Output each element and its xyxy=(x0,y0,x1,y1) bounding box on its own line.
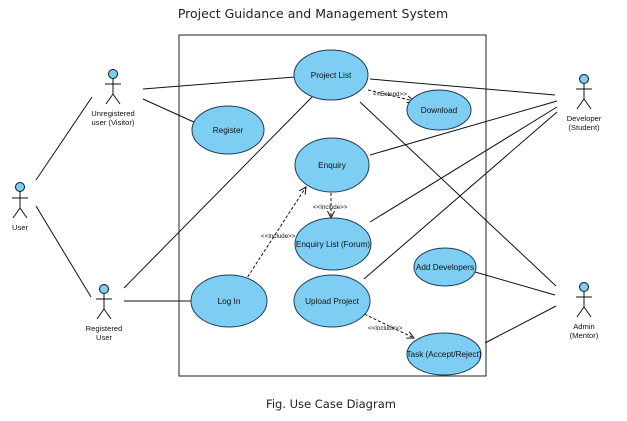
diagram-title: Project Guidance and Management System xyxy=(178,6,448,21)
assoc-unregistered-register xyxy=(142,98,197,124)
usecase-add-developers-label: Add Developers xyxy=(416,263,474,272)
include-label-login: <<Include>> xyxy=(261,233,296,240)
usecase-enquiry-label: Enquiry xyxy=(318,161,347,170)
extend-label: <<Extend>> xyxy=(373,91,407,98)
assoc-unregistered-projectlist xyxy=(142,76,296,90)
extend-arrow xyxy=(367,89,414,101)
usecase-upload-project-label: Upload Project xyxy=(305,297,359,306)
actor-registered xyxy=(96,284,112,320)
assoc-developer-projectlist xyxy=(369,78,556,96)
usecase-download-label: Download xyxy=(421,106,458,115)
usecase-enquiry: Enquiry xyxy=(294,137,370,193)
actor-admin-label-1: Admin xyxy=(573,322,595,331)
include-arrow-login xyxy=(244,187,306,282)
usecase-enquiry-list-label: Enquiry List (Forum) xyxy=(296,240,370,249)
usecase-download: Download xyxy=(406,89,472,131)
assoc-admin-adddevelopers xyxy=(474,271,556,296)
usecase-register-label: Register xyxy=(213,126,244,135)
usecase-task: Task (Accept/Reject) xyxy=(406,332,482,376)
usecase-upload-project: Upload Project xyxy=(293,274,371,328)
generalization-registered xyxy=(35,205,92,298)
actor-head-icon xyxy=(108,69,118,79)
usecase-log-in: Log In xyxy=(190,274,268,328)
actor-user-label: User xyxy=(12,223,29,232)
actor-user xyxy=(12,182,28,219)
actor-developer xyxy=(576,74,592,110)
usecase-add-developers: Add Developers xyxy=(413,247,477,287)
actor-developer-label-1: Developer xyxy=(567,114,602,123)
assoc-developer-enquiry xyxy=(369,100,558,156)
assoc-admin-projectlist xyxy=(359,101,557,287)
usecase-project-list: Project List xyxy=(293,49,369,101)
actor-head-icon xyxy=(15,182,25,192)
actor-admin-label-2: (Mentor) xyxy=(570,331,599,340)
generalization-unregistered xyxy=(35,96,93,181)
actor-head-icon xyxy=(579,74,589,84)
actor-unregistered xyxy=(105,69,121,105)
usecase-register: Register xyxy=(191,105,265,155)
usecase-enquiry-list: Enquiry List (Forum) xyxy=(294,217,372,271)
include-label-enquiry: <<Include>> xyxy=(313,204,348,211)
assoc-developer-enquirylist xyxy=(369,106,558,223)
usecase-task-label: Task (Accept/Reject) xyxy=(406,350,481,359)
actor-registered-label-1: Registered xyxy=(86,324,123,333)
actor-admin xyxy=(576,282,592,318)
system-boundary xyxy=(178,34,487,377)
figure-caption: Fig. Use Case Diagram xyxy=(266,397,396,411)
actor-registered-label-2: User xyxy=(96,333,113,342)
actor-unregistered-label-1: Unregistered xyxy=(91,109,134,118)
usecase-log-in-label: Log In xyxy=(218,297,241,306)
actor-developer-label-2: (Student) xyxy=(568,123,600,132)
dependencies xyxy=(244,89,414,338)
assoc-developer-upload xyxy=(363,111,558,280)
include-label-upload: <<Include>> xyxy=(368,325,403,332)
actor-head-icon xyxy=(99,284,109,294)
assoc-registered-projectlist xyxy=(123,96,313,289)
actor-head-icon xyxy=(579,282,589,292)
assoc-admin-task xyxy=(484,305,557,344)
usecase-project-list-label: Project List xyxy=(311,71,352,80)
actor-unregistered-label-2: user (Visitor) xyxy=(92,118,135,127)
associations xyxy=(35,76,558,344)
